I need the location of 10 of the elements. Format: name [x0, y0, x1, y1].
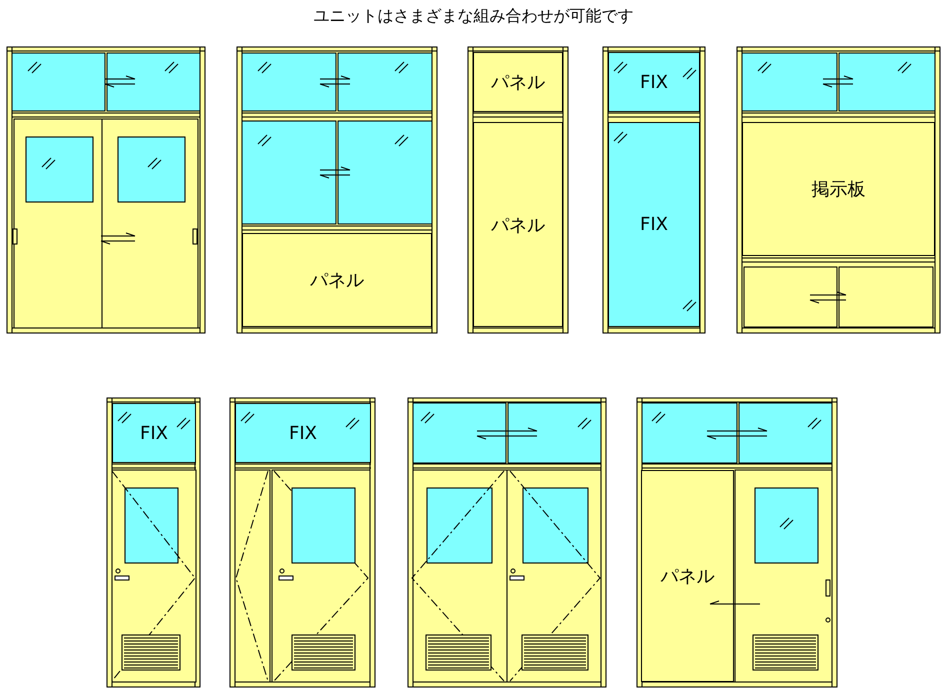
- panel: パネル: [242, 233, 432, 327]
- panel: パネル: [473, 122, 563, 327]
- panel: FIX: [235, 403, 371, 463]
- panel: FIX: [608, 122, 700, 327]
- panel: FIX: [608, 52, 700, 112]
- panel: パネル: [473, 52, 563, 112]
- panel: パネル: [641, 470, 734, 682]
- panel: 掲示板: [742, 122, 935, 256]
- panel: FIX: [112, 403, 196, 463]
- title: ユニットはさまざまな組み合わせが可能です: [314, 6, 634, 25]
